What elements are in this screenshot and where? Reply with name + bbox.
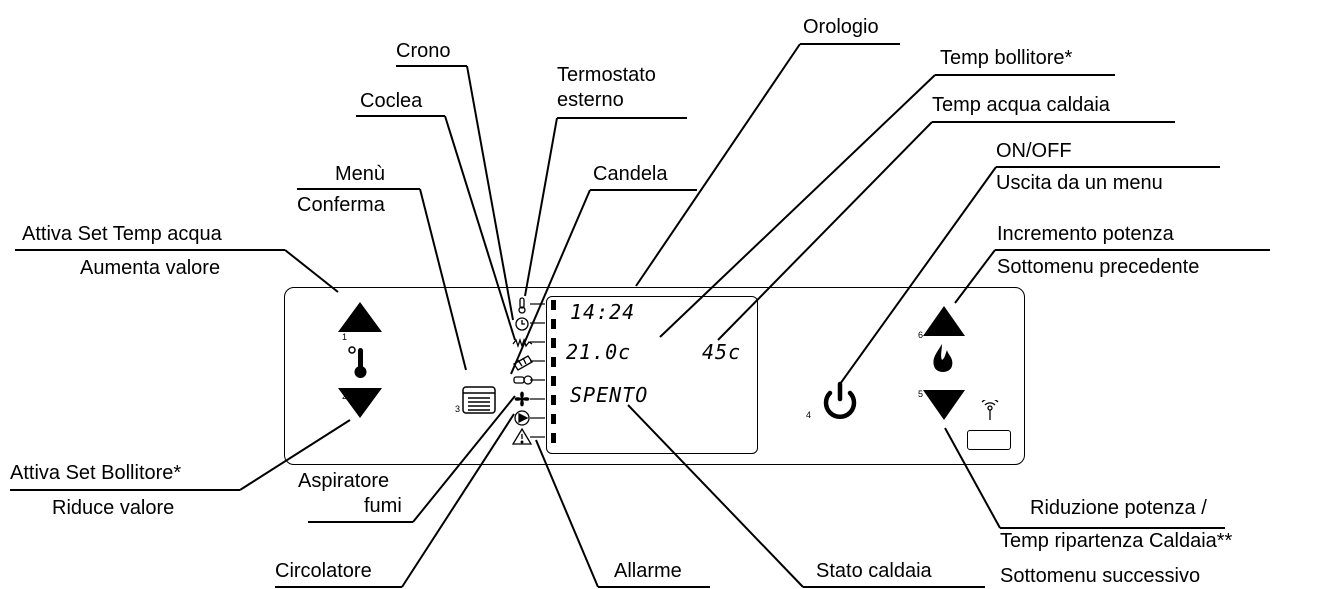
- button-number: 3: [455, 404, 461, 414]
- label-circolatore: Circolatore: [275, 560, 372, 582]
- label-aumenta-valore: Aumenta valore: [80, 257, 221, 279]
- label-stato-caldaia: Stato caldaia: [816, 560, 932, 582]
- button-number: 1: [342, 332, 348, 342]
- lcd-indicator: [551, 338, 556, 348]
- receiver-slot: [967, 430, 1011, 450]
- label-temp-acqua-caldaia: Temp acqua caldaia: [932, 94, 1110, 116]
- right-buttons: [923, 306, 965, 420]
- label-attiva-set-temp: Attiva Set Temp acqua: [22, 223, 222, 245]
- lcd-clock: 14:24: [570, 300, 636, 324]
- button-number: 2: [342, 391, 348, 401]
- label-riduce-valore: Riduce valore: [52, 497, 175, 519]
- thermometer-icon: [348, 346, 367, 378]
- lcd-boiler-temp: 45c: [702, 340, 742, 364]
- lcd-water-temp: 21.0c: [566, 340, 632, 364]
- menu-icon[interactable]: [462, 386, 496, 416]
- lcd-indicator: [551, 319, 556, 329]
- lcd-status: SPENTO: [570, 383, 649, 407]
- up-arrow-button-6: [923, 306, 965, 336]
- button-number: 5: [918, 389, 924, 399]
- label-aspiratore: Aspiratore: [298, 470, 390, 492]
- device-panel: [284, 287, 1025, 465]
- label-sottomenu-precedente: Sottomenu precedente: [997, 256, 1200, 278]
- power-icon[interactable]: [822, 381, 858, 421]
- lcd-indicator: [551, 357, 556, 367]
- label-on-off: ON/OFF: [996, 140, 1072, 162]
- down-arrow-button-2: [338, 388, 382, 418]
- lcd-indicator: [551, 376, 556, 386]
- label-attiva-set-bollitore: Attiva Set Bollitore*: [10, 462, 182, 484]
- heating-icon: [512, 337, 533, 349]
- label-conferma: Conferma: [297, 194, 385, 216]
- label-orologio: Orologio: [803, 16, 879, 38]
- label-uscita-menu: Uscita da un menu: [996, 172, 1163, 194]
- lcd-indicator: [551, 300, 556, 310]
- label-menu: Menù: [335, 163, 386, 185]
- label-sottomenu-successivo: Sottomenu successivo: [1000, 565, 1201, 587]
- thermometer-icon: [518, 297, 526, 314]
- lcd-indicator: [551, 395, 556, 405]
- button-number: 4: [806, 410, 812, 420]
- up-arrow-button-1: [338, 302, 382, 332]
- label-fumi: fumi: [364, 495, 402, 517]
- fan-icon: [514, 391, 530, 407]
- down-arrow-button-5: [923, 390, 965, 420]
- lcd-indicator: [551, 433, 556, 443]
- alarm-icon: [511, 427, 533, 445]
- status-icons: [511, 297, 533, 445]
- label-allarme: Allarme: [614, 560, 682, 582]
- label-temp-bollitore: Temp bollitore*: [940, 47, 1073, 69]
- wifi-icon: [981, 400, 999, 420]
- label-termostato: Termostato: [557, 64, 656, 86]
- lcd-indicator: [551, 414, 556, 424]
- label-temp-ripartenza: Temp ripartenza Caldaia**: [1000, 530, 1233, 552]
- label-esterno: esterno: [557, 89, 624, 111]
- label-incremento-potenza: Incremento potenza: [997, 223, 1174, 245]
- label-candela: Candela: [593, 163, 668, 185]
- label-crono: Crono: [396, 40, 451, 62]
- label-riduzione-potenza: Riduzione potenza /: [1030, 497, 1207, 519]
- flame-icon: [933, 344, 953, 372]
- left-buttons: [338, 302, 382, 418]
- pump-icon: [514, 410, 530, 426]
- label-coclea: Coclea: [360, 90, 423, 112]
- auger-icon: [513, 355, 533, 371]
- lcd-display: [546, 296, 758, 454]
- igniter-icon: [513, 375, 533, 385]
- button-number: 6: [918, 330, 924, 340]
- clock-icon: [515, 317, 529, 331]
